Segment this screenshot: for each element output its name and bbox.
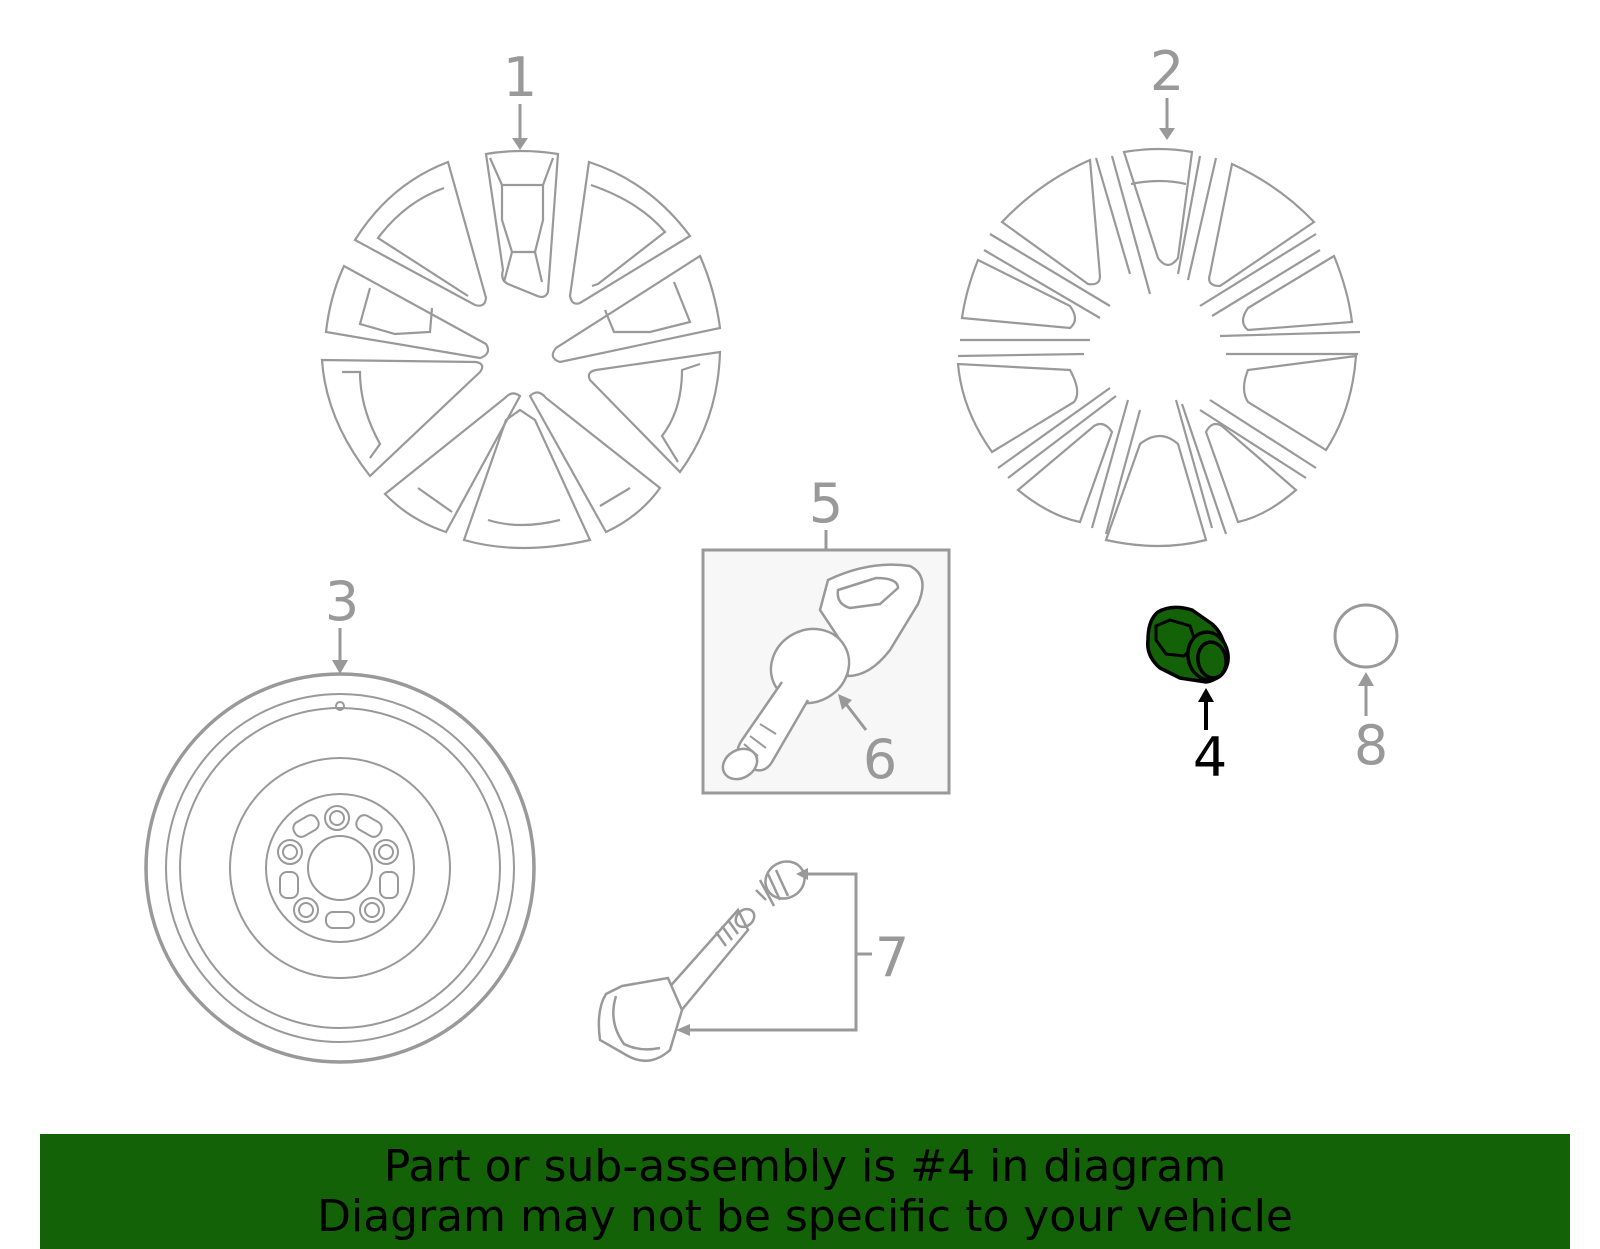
banner-line-2: Diagram may not be specific to your vehi… xyxy=(317,1191,1293,1242)
callout-5[interactable]: 5 xyxy=(809,472,843,535)
callout-8[interactable]: 8 xyxy=(1354,714,1388,777)
wheel-3-spare[interactable] xyxy=(144,628,536,1064)
part-info-banner: Part or sub-assembly is #4 in diagram Di… xyxy=(40,1134,1570,1249)
valve-stem-7[interactable] xyxy=(597,854,872,1063)
callout-6[interactable]: 6 xyxy=(863,728,897,791)
wheel-2[interactable] xyxy=(956,98,1361,548)
callout-4[interactable]: 4 xyxy=(1193,726,1227,789)
tpms-sensor-box[interactable] xyxy=(701,530,951,795)
lug-nut-4[interactable] xyxy=(1146,605,1232,730)
o-ring-8[interactable] xyxy=(1333,603,1399,716)
callout-1[interactable]: 1 xyxy=(503,46,537,109)
wheel-1[interactable] xyxy=(320,104,722,550)
callout-2[interactable]: 2 xyxy=(1150,40,1184,103)
callout-7[interactable]: 7 xyxy=(875,926,909,989)
callout-3[interactable]: 3 xyxy=(325,570,359,633)
banner-line-1: Part or sub-assembly is #4 in diagram xyxy=(383,1141,1227,1192)
